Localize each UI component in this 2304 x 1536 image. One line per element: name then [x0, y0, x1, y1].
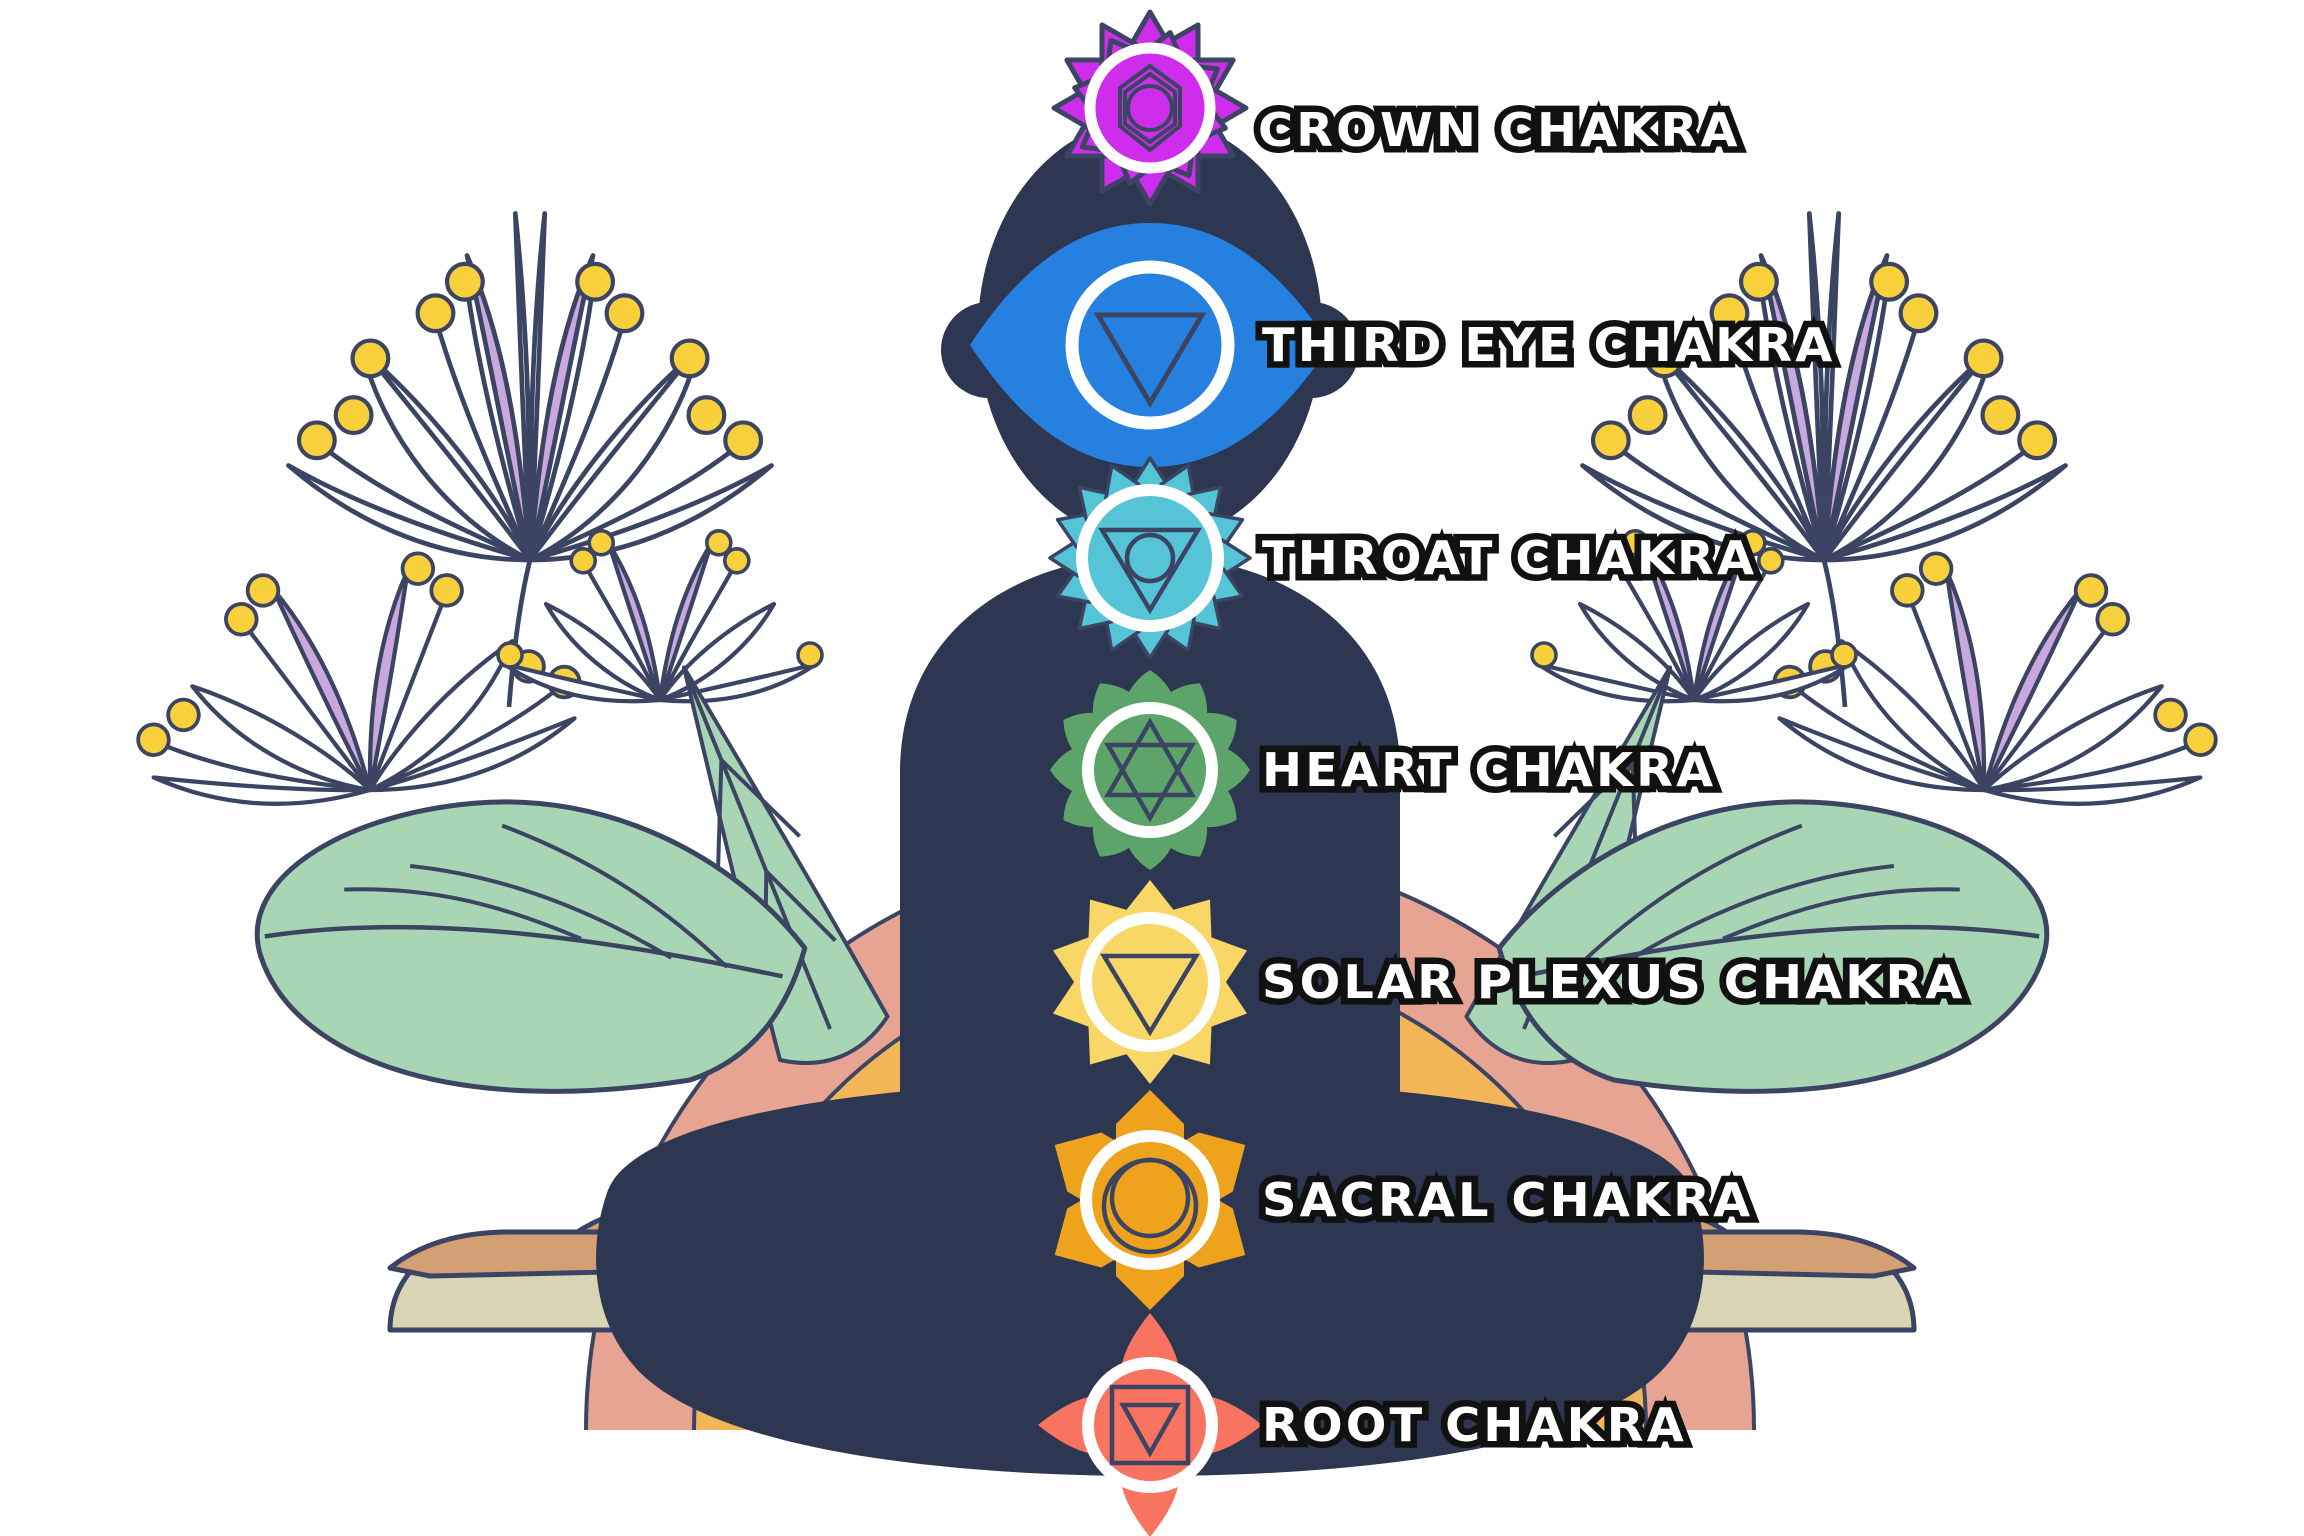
chakra-icon-heart[interactable]: [1050, 670, 1250, 870]
big-leaf-right: [1496, 799, 2050, 1094]
chakra-icon-third-eye[interactable]: [970, 223, 1330, 467]
lily-flower-right-lower: [1772, 551, 2218, 806]
chakra-label-root: ROOT CHAKRA: [1255, 1392, 1690, 1459]
chakra-icon-throat[interactable]: [1048, 456, 1252, 660]
chakra-label-crown: CROWN CHAKRA: [1251, 97, 1744, 164]
big-leaf-left: [254, 799, 808, 1094]
chakra-label-throat: THROAT CHAKRA: [1255, 525, 1761, 592]
chakra-label-third-eye: THIRD EYE CHAKRA: [1255, 312, 1839, 379]
spiky-leaf-left: [681, 665, 890, 1065]
chakra-icon-crown[interactable]: [1051, 9, 1249, 207]
chakra-icon-sacral[interactable]: [1038, 1090, 1263, 1310]
lily-flower-right-upper: [1580, 211, 2068, 708]
lily-flower-left-upper: [286, 211, 774, 708]
lily-flower-left-lower: [136, 551, 582, 806]
chakra-label-solar-plexus: SOLAR PLEXUS CHAKRA: [1255, 949, 1969, 1016]
chakra-label-sacral: SACRAL CHAKRA: [1255, 1167, 1757, 1234]
chakra-icon-root[interactable]: [1038, 1313, 1262, 1536]
chakra-icon-solar-plexus[interactable]: [1044, 880, 1257, 1084]
lily-flower-left-inner: [496, 528, 824, 704]
chakra-label-heart: HEART CHAKRA: [1255, 737, 1720, 804]
